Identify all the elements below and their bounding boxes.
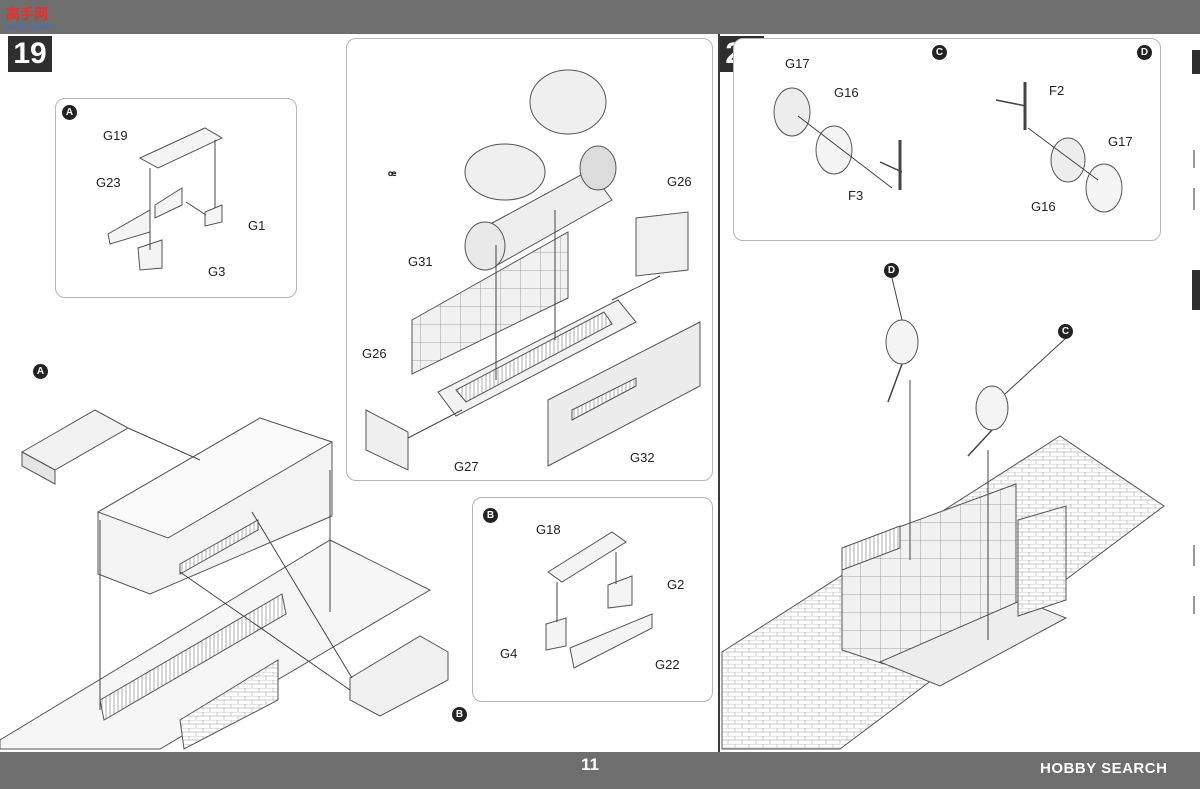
callout-D: D [884, 263, 899, 278]
label-G17-c: G17 [785, 56, 810, 71]
label-G31: G31 [408, 254, 433, 269]
top-bar [0, 0, 1200, 34]
label-G26-bottom: G26 [362, 346, 387, 361]
panel-B [472, 497, 713, 702]
label-G2: G2 [667, 577, 685, 592]
side-tab [1192, 270, 1200, 310]
label-G1: G1 [248, 218, 266, 233]
page-number: 11 [581, 755, 599, 774]
label-F2: F2 [1049, 83, 1065, 98]
badge-D: D [1137, 45, 1152, 60]
badge-B: B [483, 508, 498, 523]
label-G32: G32 [630, 450, 655, 465]
bottom-bar [0, 752, 1200, 789]
label-G3: G3 [208, 264, 226, 279]
panel-CD [733, 38, 1161, 241]
label-G4: G4 [500, 646, 518, 661]
label-G16-d: G16 [1031, 199, 1056, 214]
step-19-number: 19 [8, 36, 52, 72]
label-G16-c: G16 [834, 85, 859, 100]
label-G23: G23 [96, 175, 121, 190]
step-divider [718, 34, 720, 752]
label-G26-top: G26 [667, 174, 692, 189]
marker-symbol: ꟹ [388, 168, 397, 183]
label-G22: G22 [655, 657, 680, 672]
label-G19: G19 [103, 128, 128, 143]
badge-C: C [932, 45, 947, 60]
site-logo: 高手网 [6, 6, 48, 22]
callout-A: A [33, 364, 48, 379]
watermark: HOBBY SEARCH [1040, 760, 1168, 777]
label-F3: F3 [848, 188, 864, 203]
label-G27: G27 [454, 459, 479, 474]
site-logo-sub: gao-shou.com [4, 22, 55, 31]
callout-B: B [452, 707, 467, 722]
label-G17-d: G17 [1108, 134, 1133, 149]
callout-C: C [1058, 324, 1073, 339]
side-tab-upper [1192, 50, 1200, 74]
label-G18: G18 [536, 522, 561, 537]
badge-A: A [62, 105, 77, 120]
